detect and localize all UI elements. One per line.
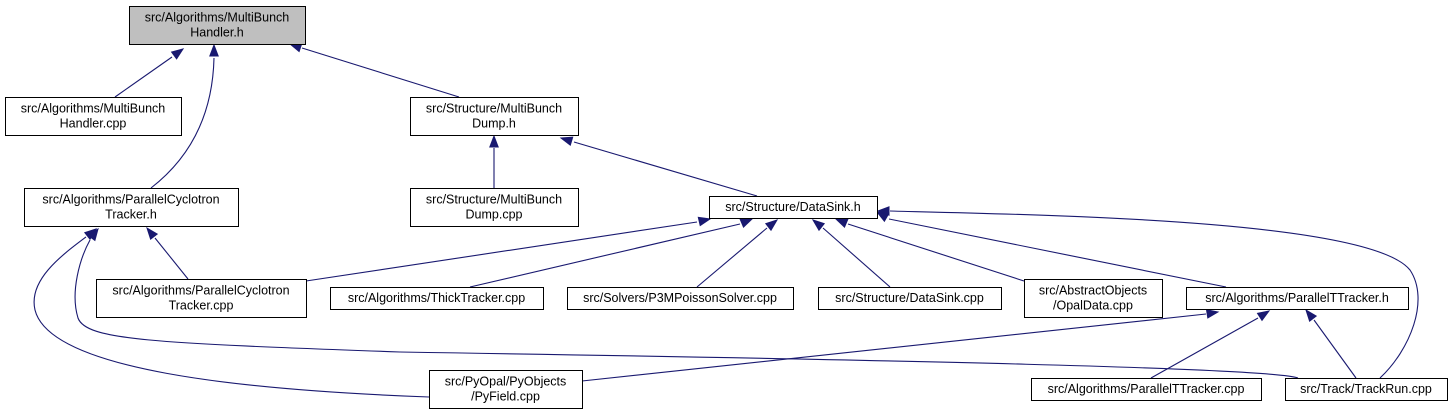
edge-thick_cpp-to-datasink_h bbox=[469, 223, 741, 288]
node-label-line: /OpalData.cpp bbox=[1053, 299, 1133, 313]
node-thick-cpp[interactable]: src/Algorithms/ThickTracker.cpp bbox=[330, 287, 544, 310]
edge-datasink_cpp-to-datasink_h bbox=[822, 227, 891, 288]
edge-pct_cpp-to-datasink_h bbox=[305, 221, 698, 282]
node-box[interactable] bbox=[330, 287, 544, 310]
graph-edges bbox=[33, 42, 1419, 398]
node-ptt-h[interactable]: src/Algorithms/ParallelTTracker.h bbox=[1186, 287, 1409, 310]
node-ptt-cpp[interactable]: src/Algorithms/ParallelTTracker.cpp bbox=[1031, 378, 1262, 401]
node-pct-cpp[interactable]: src/Algorithms/ParallelCyclotronTracker.… bbox=[96, 279, 307, 318]
arrowhead-opaldata_cpp-to-datasink_h bbox=[834, 218, 849, 228]
edge-trackrun_cpp-to-datasink_h bbox=[889, 210, 1419, 379]
edge-datasink_h-to-mbdump_h bbox=[573, 141, 758, 197]
node-pyfield-cpp[interactable]: src/PyOpal/PyObjects/PyField.cpp bbox=[429, 370, 583, 409]
node-label-line: src/Algorithms/MultiBunch bbox=[21, 102, 166, 116]
arrowhead-pyfield_cpp-to-ptt_h bbox=[1205, 309, 1220, 319]
node-box[interactable] bbox=[567, 287, 794, 310]
node-label-line: src/Algorithms/ParallelCyclotron bbox=[112, 284, 289, 298]
node-label-line: Dump.cpp bbox=[466, 208, 523, 222]
node-label-line: /PyField.cpp bbox=[471, 390, 540, 404]
node-box[interactable] bbox=[818, 287, 1002, 310]
node-box[interactable] bbox=[96, 279, 307, 318]
edge-ptt_h-to-datasink_h bbox=[888, 218, 1227, 288]
node-label-line: src/Solvers/P3MPoissonSolver.cpp bbox=[583, 291, 777, 305]
arrowhead-pct_cpp-to-pct_h bbox=[146, 226, 159, 241]
node-label-line: src/Algorithms/ThickTracker.cpp bbox=[348, 291, 525, 305]
edge-mbdump_h-to-mbh_h bbox=[301, 47, 460, 98]
arrowhead-datasink_cpp-to-datasink_h bbox=[811, 219, 826, 232]
arrowhead-thick_cpp-to-datasink_h bbox=[739, 218, 754, 228]
node-box[interactable] bbox=[1186, 287, 1409, 310]
arrowhead-p3m_cpp-to-datasink_h bbox=[764, 219, 779, 232]
node-label-line: Handler.cpp bbox=[60, 117, 127, 131]
node-pct-h[interactable]: src/Algorithms/ParallelCyclotronTracker.… bbox=[24, 188, 239, 227]
node-box[interactable] bbox=[410, 188, 579, 227]
edge-pct_h-to-mbh_h bbox=[150, 57, 215, 189]
edge-pyfield_cpp-to-ptt_h bbox=[581, 313, 1207, 382]
node-box[interactable] bbox=[709, 196, 878, 219]
node-label-line: src/Structure/DataSink.cpp bbox=[835, 291, 984, 305]
graph-nodes: src/Algorithms/MultiBunchHandler.hsrc/Al… bbox=[5, 6, 1448, 409]
node-label-line: Tracker.h bbox=[105, 208, 157, 222]
node-label-line: src/Algorithms/ParallelTTracker.h bbox=[1205, 291, 1389, 305]
edge-mbh_cpp-to-mbh_h bbox=[114, 56, 173, 98]
edge-p3m_cpp-to-datasink_h bbox=[696, 227, 768, 288]
arrowhead-trackrun_cpp-to-pct_h bbox=[87, 227, 99, 242]
node-box[interactable] bbox=[1031, 378, 1262, 401]
node-box[interactable] bbox=[5, 97, 182, 136]
node-box[interactable] bbox=[1285, 378, 1448, 401]
arrowhead-mbh_cpp-to-mbh_h bbox=[170, 48, 185, 60]
node-label-line: src/Algorithms/ParallelCyclotron bbox=[42, 193, 219, 207]
edge-trackrun_cpp-to-ptt_h bbox=[1313, 319, 1357, 379]
node-label-line: src/Algorithms/ParallelTTracker.cpp bbox=[1048, 382, 1245, 396]
node-box[interactable] bbox=[429, 370, 583, 409]
arrowhead-trackrun_cpp-to-ptt_h bbox=[1305, 308, 1318, 323]
node-label-line: Tracker.cpp bbox=[169, 299, 234, 313]
arrowhead-trackrun_cpp-to-datasink_h bbox=[876, 206, 890, 216]
node-opaldata-cpp[interactable]: src/AbstractObjects/OpalData.cpp bbox=[1024, 279, 1163, 318]
node-label-line: Handler.h bbox=[190, 26, 244, 40]
arrowhead-pct_h-to-mbh_h bbox=[209, 43, 219, 57]
node-p3m-cpp[interactable]: src/Solvers/P3MPoissonSolver.cpp bbox=[567, 287, 794, 310]
node-box[interactable] bbox=[129, 6, 306, 45]
node-label-line: src/Track/TrackRun.cpp bbox=[1300, 382, 1432, 396]
node-label-line: src/Structure/MultiBunch bbox=[426, 102, 562, 116]
arrowhead-pct_cpp-to-datasink_h bbox=[697, 216, 712, 227]
node-label-line: Dump.h bbox=[472, 117, 516, 131]
arrowhead-datasink_h-to-mbdump_h bbox=[559, 136, 574, 147]
node-label-line: src/Structure/MultiBunch bbox=[426, 193, 562, 207]
node-datasink-h[interactable]: src/Structure/DataSink.h bbox=[709, 196, 878, 219]
edge-opaldata_cpp-to-datasink_h bbox=[847, 223, 1025, 282]
node-datasink-cpp[interactable]: src/Structure/DataSink.cpp bbox=[818, 287, 1002, 310]
arrowhead-ptt_cpp-to-ptt_h bbox=[1256, 310, 1271, 322]
node-box[interactable] bbox=[24, 188, 239, 227]
edge-ptt_cpp-to-ptt_h bbox=[1150, 317, 1259, 379]
node-label-line: src/PyOpal/PyObjects bbox=[445, 375, 567, 389]
node-label-line: src/Structure/DataSink.h bbox=[725, 200, 861, 214]
node-label-line: src/AbstractObjects bbox=[1039, 284, 1147, 298]
edge-pct_cpp-to-pct_h bbox=[154, 237, 189, 280]
node-box[interactable] bbox=[1024, 279, 1163, 318]
node-label-line: src/Algorithms/MultiBunch bbox=[145, 11, 290, 25]
node-trackrun-cpp[interactable]: src/Track/TrackRun.cpp bbox=[1285, 378, 1448, 401]
node-box[interactable] bbox=[410, 97, 579, 136]
arrowhead-mbdump_cpp-to-mbdump_h bbox=[489, 134, 499, 148]
edge-pyfield_cpp-to-pct_h bbox=[33, 236, 430, 398]
